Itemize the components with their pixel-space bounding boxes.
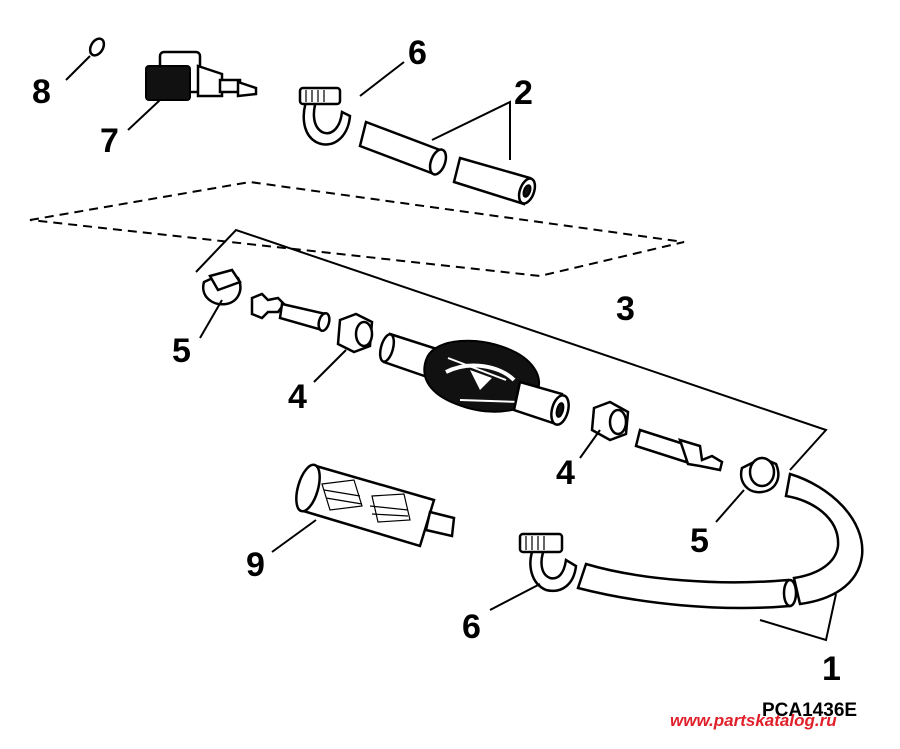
retaining-nut-right-part [590,400,630,442]
hose-clamp-upper-part [298,86,352,146]
callout-5-left: 5 [172,332,191,370]
hose-fitting-right-part [634,428,724,472]
callout-9: 9 [246,546,265,584]
callout-2: 2 [514,74,533,112]
retaining-nut-left-part [336,312,374,354]
hose-clamp-lower-part [518,532,578,593]
small-clamp-left-part [201,268,242,306]
fuel-connector-part [145,50,258,101]
hose-segments-part [358,120,537,206]
dashed-group-outline [29,180,685,278]
callout-5-right: 5 [690,522,709,560]
part-code-label: PCA1436E [762,700,857,721]
bulb-assembly-bracket [195,228,828,471]
hose-fitting-left-part [250,292,331,333]
small-clamp-right-part [739,456,780,494]
callout-4-right: 4 [556,454,575,492]
callout-4-left: 4 [288,378,307,416]
fuel-filter-part [295,463,456,548]
o-ring-part [88,37,106,57]
callout-8: 8 [32,73,51,111]
callout-3: 3 [616,290,635,328]
leader-lines [65,55,837,642]
watermark-text: www.partskatalog.ru [670,711,837,730]
fuel-hose-part [576,472,864,610]
primer-bulb-part [378,332,570,426]
callout-6-lower: 6 [462,608,481,646]
callout-6-upper: 6 [408,34,427,72]
callout-1: 1 [822,650,841,688]
callout-7: 7 [100,122,119,160]
